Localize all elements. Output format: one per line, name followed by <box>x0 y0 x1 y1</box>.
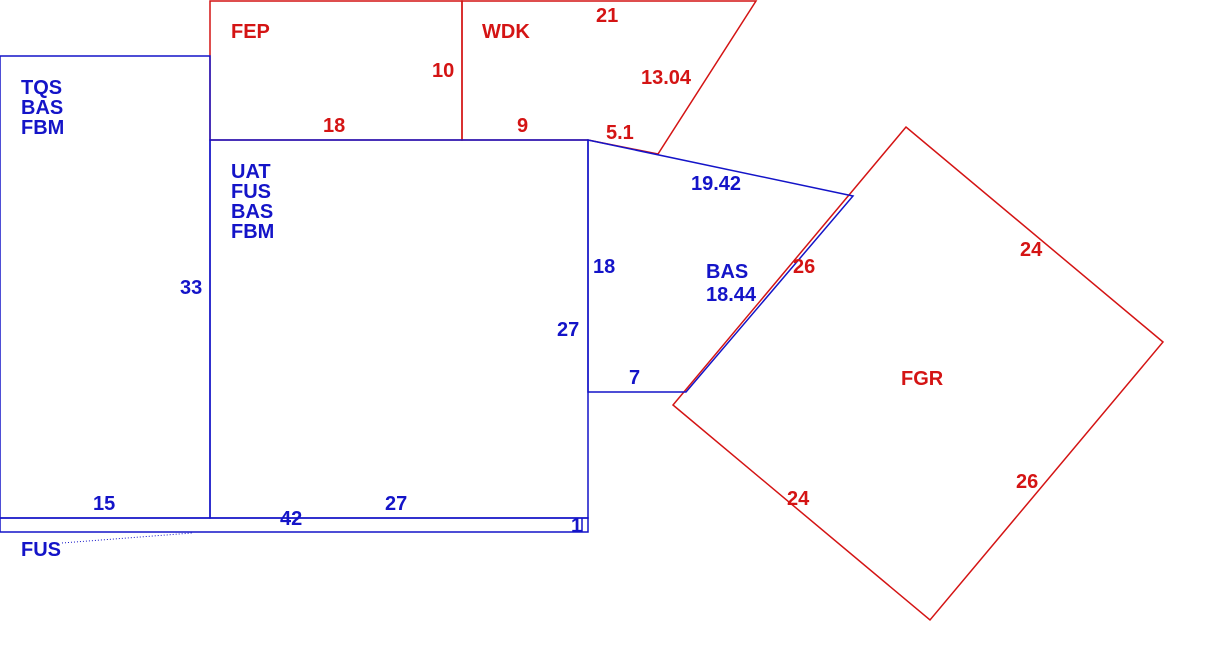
fgr-label: FGR <box>901 368 944 390</box>
bas-wedge-label: BAS <box>706 261 748 283</box>
wdk-dim-bottom: 9 <box>517 115 528 137</box>
main-label-3: BAS <box>231 201 273 223</box>
fgr-dim-upper-right: 24 <box>1020 239 1043 261</box>
main-label-1: UAT <box>231 161 271 183</box>
tqs-label-3: FBM <box>21 117 64 139</box>
main-label-4: FBM <box>231 221 274 243</box>
bas-wedge-area: 18.44 <box>706 284 757 306</box>
wdk-dim-top: 21 <box>596 5 618 27</box>
wdk-dim-right: 13.04 <box>641 67 692 89</box>
bas-wedge-dim-left: 18 <box>593 256 615 278</box>
tqs-label-2: BAS <box>21 97 63 119</box>
tqs-label-1: TQS <box>21 77 62 99</box>
fgr-dim-lower-right: 26 <box>1016 471 1038 493</box>
bas-wedge-dim-bottom: 7 <box>629 367 640 389</box>
bas-wedge-dim-top: 19.42 <box>691 173 741 195</box>
bas-wedge-outline <box>587 139 855 393</box>
fep-dim-right: 10 <box>432 60 454 82</box>
fgr-dim-lower-left: 24 <box>787 488 810 510</box>
main-dim-right: 27 <box>557 319 579 341</box>
main-dim-bottom: 27 <box>385 493 407 515</box>
fgr-dim-upper-left: 26 <box>793 256 815 278</box>
tqs-dim-left: 33 <box>180 277 202 299</box>
fus-dim-length: 42 <box>280 508 302 530</box>
fgr-outline <box>671 125 1165 622</box>
fus-leader-line <box>61 532 193 544</box>
fep-dim-bottom: 18 <box>323 115 345 137</box>
wdk-dim-bottom-right: 5.1 <box>606 122 634 144</box>
fep-label: FEP <box>231 21 270 43</box>
tqs-dim-bottom: 15 <box>93 493 115 515</box>
fus-strip-outline <box>0 517 589 533</box>
wdk-label: WDK <box>482 21 530 43</box>
fus-label: FUS <box>21 539 61 561</box>
main-label-2: FUS <box>231 181 271 203</box>
fus-dim-end: 1 <box>571 515 582 537</box>
